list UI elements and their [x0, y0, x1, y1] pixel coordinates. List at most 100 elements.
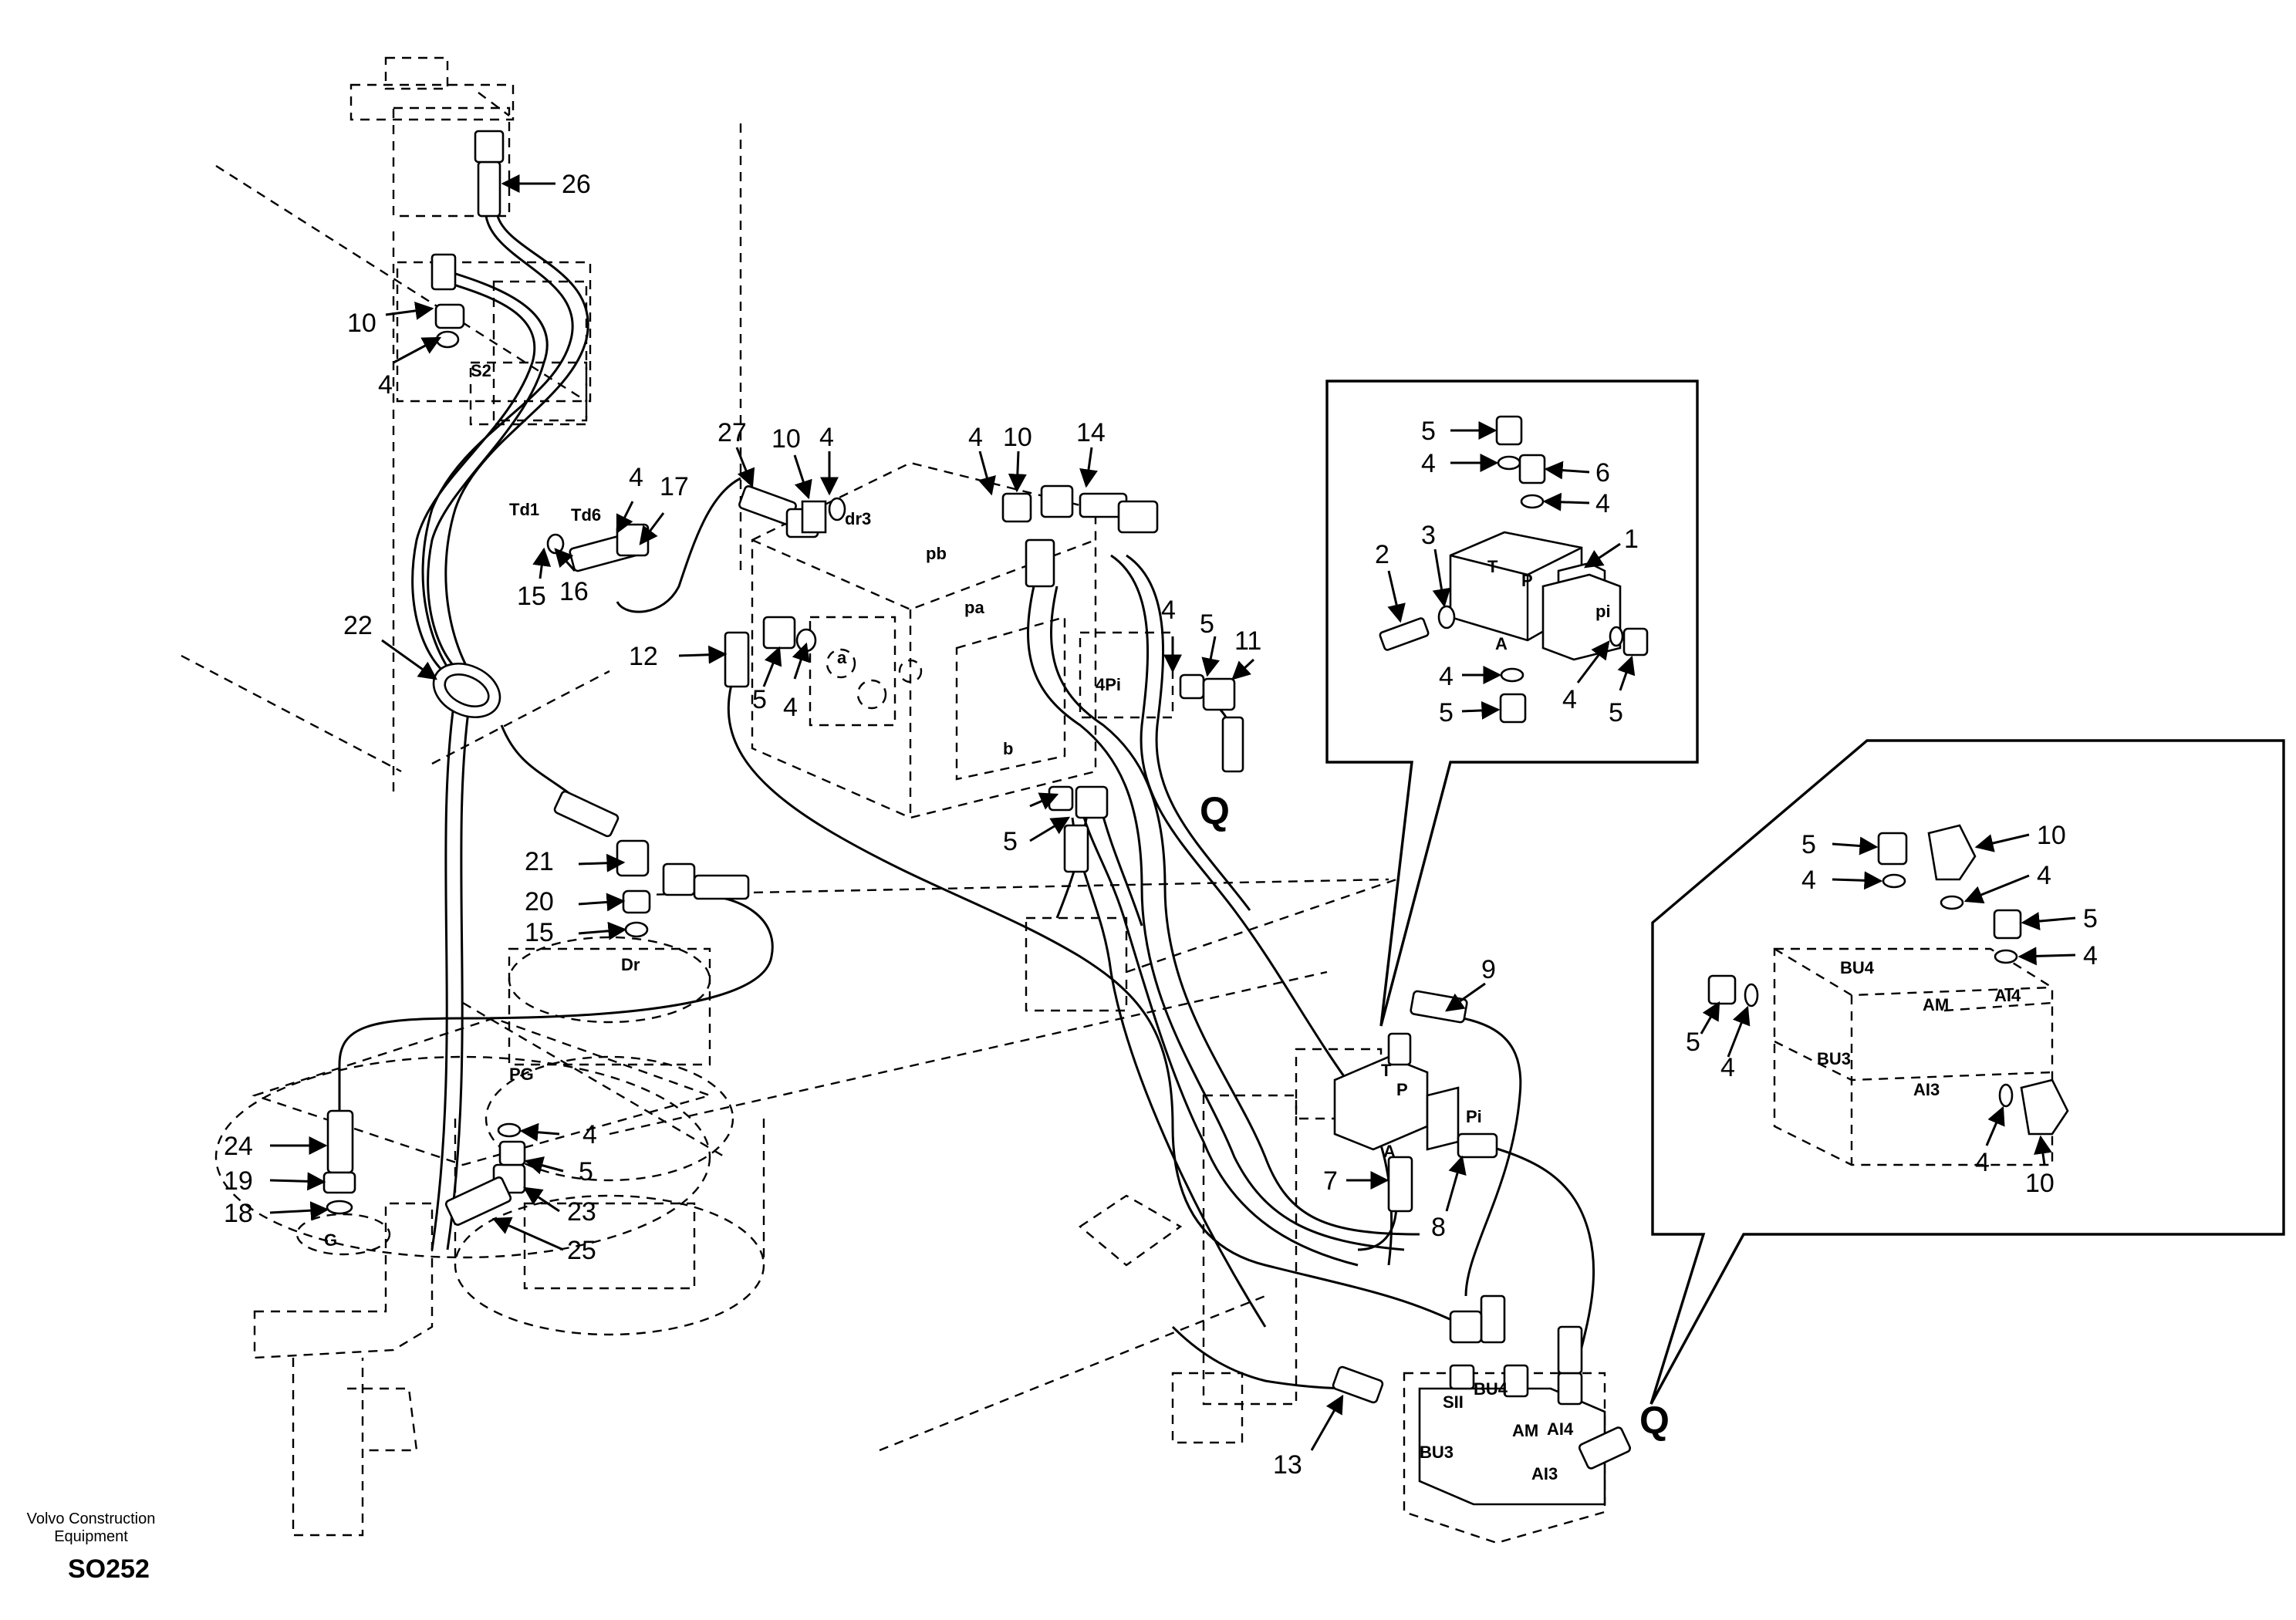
- inset1-port-A: A: [1495, 634, 1508, 653]
- footer-company-line2: Equipment: [54, 1528, 128, 1545]
- callout-25: 25: [567, 1236, 596, 1265]
- inset2-callout-4: 4: [2037, 861, 2051, 890]
- inset-valve-detail: [1325, 380, 1699, 1027]
- inset2-callout-4: 4: [2083, 941, 2098, 970]
- hoses: [338, 215, 1595, 1390]
- inset1-callout-4: 4: [1421, 449, 1436, 478]
- callout-12: 12: [629, 642, 658, 671]
- inset1-callout-4: 4: [1562, 685, 1577, 714]
- port-a: a: [837, 648, 847, 667]
- callout-22: 22: [343, 611, 373, 640]
- callout-4: 4: [582, 1120, 597, 1149]
- callout-14: 14: [1076, 418, 1106, 447]
- control-valve: [751, 461, 1174, 819]
- callout-7: 7: [1323, 1166, 1338, 1196]
- inset1-callout-4: 4: [1439, 662, 1454, 691]
- callout-5: 5: [579, 1157, 593, 1186]
- inset1-callout-5: 5: [1439, 698, 1454, 727]
- main-ports: S2 Td1 Td6 dr3 pb pa a 4Pi b Dr PG G A P…: [324, 361, 1574, 1483]
- machine-outline: [181, 56, 1606, 1544]
- inset1-callout-5: 5: [1609, 698, 1623, 727]
- footer: Volvo Construction Equipment SO252: [27, 1510, 156, 1584]
- callout-27: 27: [718, 418, 747, 447]
- callout-16: 16: [559, 577, 589, 606]
- inset2-callout-10: 10: [2037, 821, 2066, 850]
- callout-5: 5: [752, 685, 767, 714]
- inset1-port-P: P: [1521, 571, 1533, 590]
- inset2-callout-5: 5: [2083, 904, 2098, 933]
- callout-4: 4: [1161, 596, 1176, 625]
- callout-4: 4: [378, 370, 393, 400]
- port-AM: AM: [1512, 1421, 1538, 1440]
- port-Td6: Td6: [571, 505, 601, 525]
- inset2-callout-4: 4: [1801, 866, 1816, 895]
- callout-26: 26: [562, 170, 591, 199]
- inset2-port-AI3: AI3: [1913, 1080, 1940, 1099]
- port-SII: SII: [1443, 1392, 1464, 1412]
- inset2-callout-4: 4: [1720, 1053, 1735, 1082]
- inset1-callout-2: 2: [1375, 540, 1389, 569]
- callout-17: 17: [660, 472, 689, 501]
- inset1-labels: 5 4 6 4 2 3 1 4 4 5 5 T P pi A: [1375, 417, 1639, 727]
- callout-23: 23: [567, 1197, 596, 1227]
- callout-4: 4: [783, 693, 798, 722]
- port-S2: S2: [471, 361, 491, 380]
- leader-arrows: [269, 174, 2076, 1451]
- port-AI4: AI4: [1547, 1419, 1574, 1439]
- inset2-port-AI4: AI4: [1994, 986, 2021, 1005]
- callout-4: 4: [629, 463, 643, 492]
- inset2-callout-5: 5: [1686, 1028, 1700, 1057]
- callout-13: 13: [1273, 1450, 1302, 1480]
- port-P: P: [1396, 1080, 1408, 1099]
- inset-block-detail: [1649, 739, 2285, 1405]
- port-b: b: [1003, 739, 1013, 758]
- inset2-port-AM: AM: [1923, 995, 1949, 1014]
- callout-20: 20: [525, 887, 554, 916]
- main-callouts: 26 10 4 22 27 10 4 4 10 14 17 4 12 5 4 1…: [224, 170, 1496, 1480]
- port-pb: pb: [926, 544, 947, 563]
- footer-drawing-code: SO252: [68, 1554, 150, 1584]
- inset1-callout-1: 1: [1624, 525, 1639, 554]
- callout-15: 15: [525, 918, 554, 947]
- callout-19: 19: [224, 1166, 253, 1196]
- footer-company-line1: Volvo Construction: [27, 1510, 156, 1527]
- callout-9: 9: [1481, 955, 1496, 984]
- port-BU4: BU4: [1474, 1379, 1508, 1399]
- q-marker-lower: Q: [1639, 1399, 1670, 1442]
- callout-18: 18: [224, 1199, 253, 1228]
- callout-10: 10: [1003, 423, 1032, 452]
- inset1-port-T: T: [1487, 557, 1498, 576]
- port-A: A: [1383, 1142, 1396, 1161]
- inset2-port-BU3: BU3: [1817, 1049, 1851, 1068]
- fittings: [322, 130, 1632, 1506]
- callout-4: 4: [968, 423, 983, 452]
- callout-10: 10: [347, 309, 376, 338]
- inset1-callout-6: 6: [1595, 458, 1610, 488]
- inset1-callout-3: 3: [1421, 521, 1436, 550]
- port-PG: PG: [509, 1065, 534, 1084]
- inset1-callout-4: 4: [1595, 489, 1610, 518]
- inset2-callout-5: 5: [1801, 830, 1816, 859]
- inset1-port-pi: pi: [1595, 602, 1611, 621]
- callout-10: 10: [772, 424, 801, 454]
- port-Pi: Pi: [1466, 1107, 1482, 1126]
- port-G: G: [324, 1230, 337, 1250]
- callout-4: 4: [819, 423, 834, 452]
- callout-5: 5: [1003, 827, 1018, 856]
- port-BU3: BU3: [1420, 1443, 1454, 1462]
- q-marker-upper: Q: [1200, 789, 1230, 832]
- callout-8: 8: [1431, 1213, 1446, 1242]
- inset2-labels: 5 10 4 4 5 4 5 4 4 10 BU4 AM AI4 BU3 AI3: [1686, 821, 2098, 1198]
- port-T: T: [1381, 1061, 1392, 1080]
- inset2-port-BU4: BU4: [1840, 958, 1875, 977]
- port-Dr: Dr: [621, 955, 640, 974]
- callout-5: 5: [1200, 609, 1214, 639]
- port-AI3: AI3: [1531, 1464, 1558, 1483]
- port-4Pi: 4Pi: [1096, 675, 1121, 694]
- port-dr3: dr3: [845, 509, 871, 528]
- port-Td1: Td1: [509, 500, 539, 519]
- port-pa: pa: [964, 598, 984, 617]
- callout-24: 24: [224, 1132, 253, 1161]
- callout-15: 15: [517, 582, 546, 611]
